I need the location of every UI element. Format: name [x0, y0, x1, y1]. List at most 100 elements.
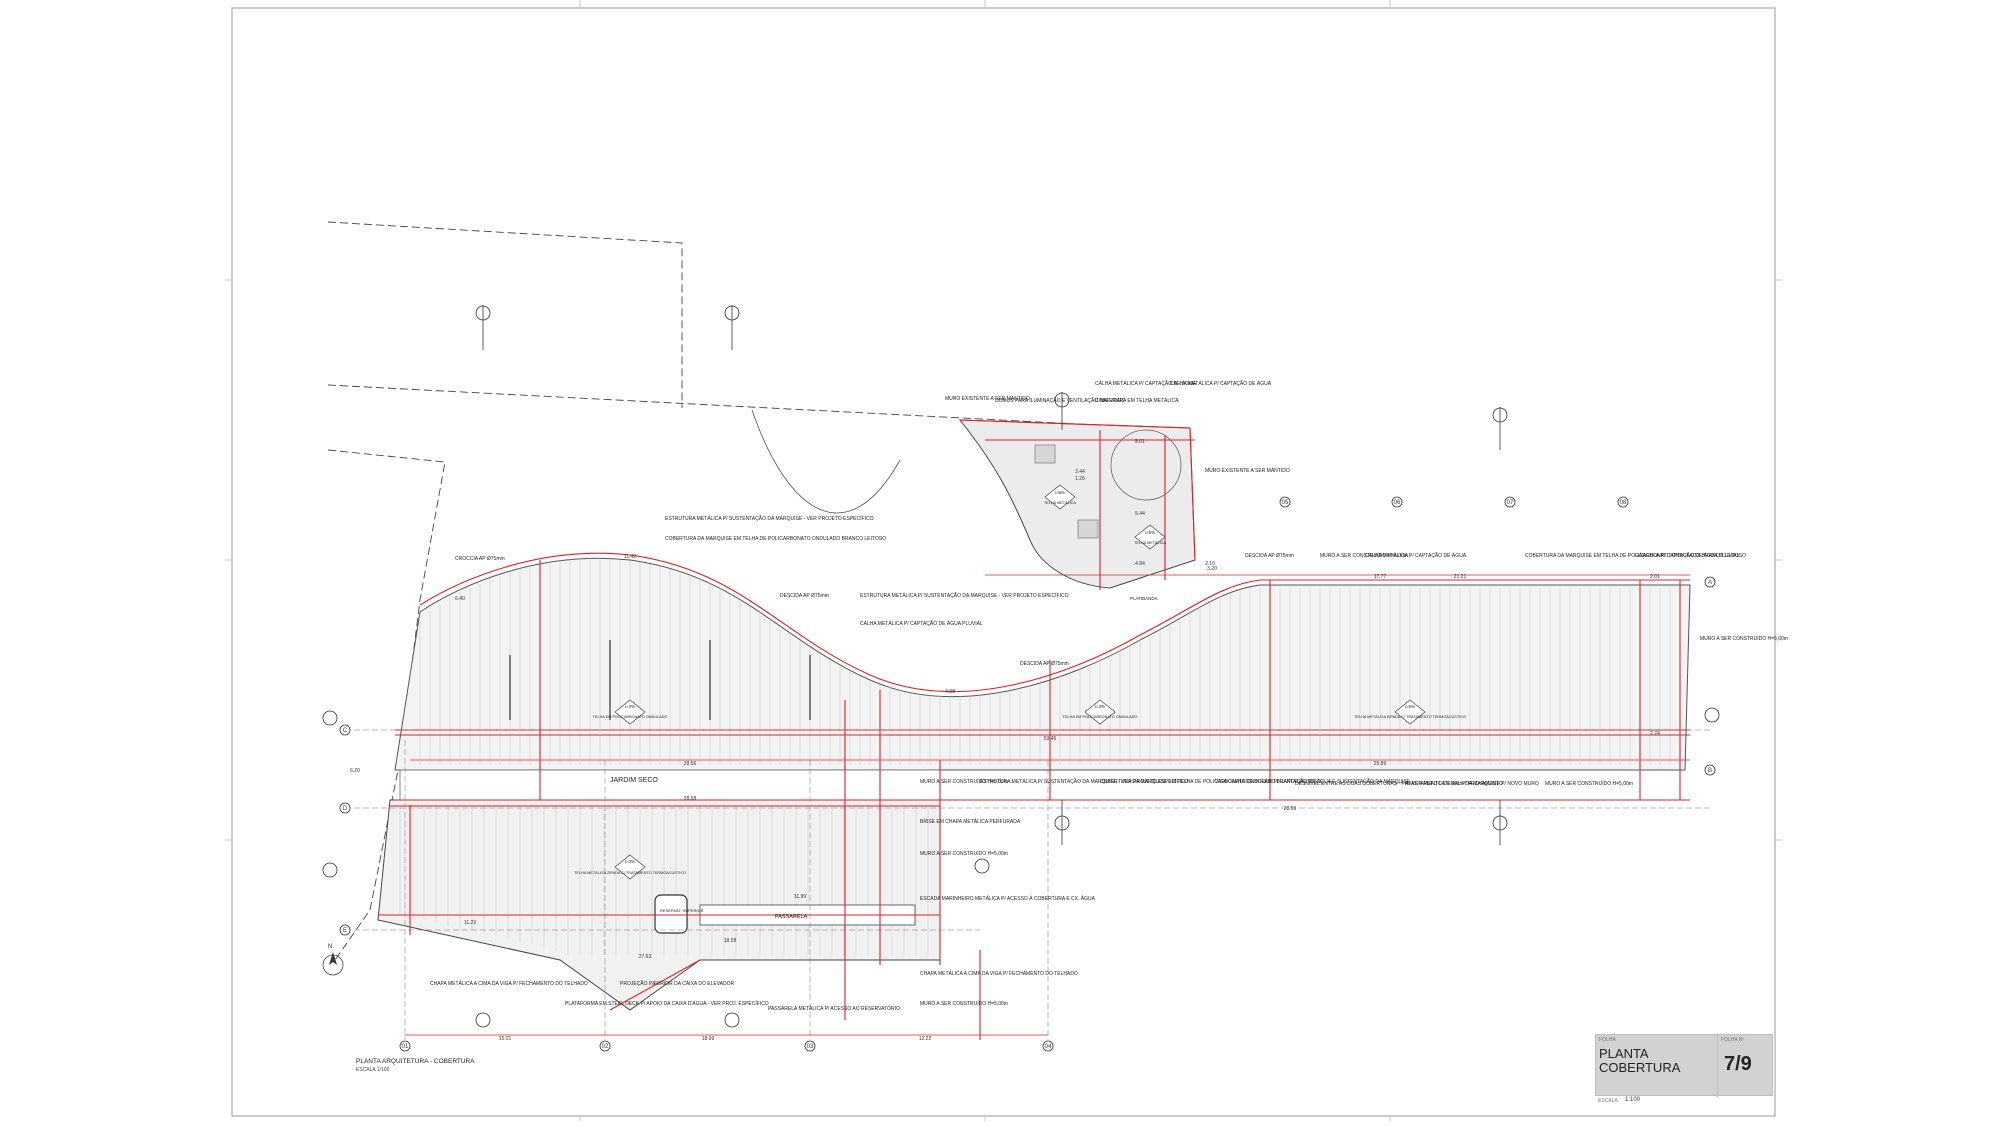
svg-text:02: 02 — [602, 1044, 609, 1050]
svg-text:04: 04 — [1045, 1044, 1052, 1050]
grid-bubble-e — [339, 924, 351, 936]
svg-text:CALHA METÁLICA P/ CAPTAÇÃO DE: CALHA METÁLICA P/ CAPTAÇÃO DE ÁGUA — [1170, 380, 1272, 387]
grid-row-bubbles: C D E A B — [339, 576, 1716, 936]
drawing-title-line1: PLANTA — [1599, 1046, 1649, 1061]
svg-text:MURO A SER CONSTRUÍDO H=5,00m: MURO A SER CONSTRUÍDO H=5,00m — [920, 778, 1008, 785]
svg-text:18.28: 18.28 — [724, 938, 737, 944]
svg-text:21.21: 21.21 — [1454, 574, 1467, 580]
svg-text:2.10: 2.10 — [1205, 561, 1215, 567]
frame-ticks — [225, 0, 1782, 1121]
svg-text:CROCCIA AP Ø75mm: CROCCIA AP Ø75mm — [455, 556, 505, 562]
north-label: N — [328, 944, 332, 950]
jardim-seco-area — [399, 769, 941, 801]
svg-text:5.44: 5.44 — [1135, 511, 1145, 517]
annotation-notes: CROCCIA AP Ø75mm ESTRUTURA METÁLICA P/ S… — [430, 380, 1788, 1012]
svg-text:11.23: 11.23 — [464, 920, 476, 926]
jardim-label: JARDIM SECO — [610, 777, 658, 784]
svg-text:MURO A SER CONSTRUÍDO H=5,00m: MURO A SER CONSTRUÍDO H=5,00m — [1700, 635, 1788, 642]
sheet-border — [231, 7, 1776, 1117]
svg-text:06: 06 — [1394, 500, 1401, 506]
svg-text:DESCIDA AP Ø75mm: DESCIDA AP Ø75mm — [780, 593, 829, 599]
svg-text:ESCADA MARINHEIRO METÁLICA P/: ESCADA MARINHEIRO METÁLICA P/ ACESSO À C… — [920, 895, 1096, 902]
north-arrow-icon — [322, 952, 344, 976]
grid-bubble-a — [1704, 576, 1716, 588]
svg-text:3.44: 3.44 — [1075, 469, 1085, 475]
passarela-label: PASSARELA — [775, 914, 808, 920]
svg-text:MURO EXISTENTE A SER MANTIDO: MURO EXISTENTE A SER MANTIDO — [945, 396, 1030, 402]
svg-text:ESTRUTURA METÁLICA P/ SUSTENTA: ESTRUTURA METÁLICA P/ SUSTENTAÇÃO DA MAR… — [860, 592, 1069, 599]
svg-text:4.89: 4.89 — [945, 689, 955, 695]
svg-text:VIGA CALHA DE BORDO P/ CAPTAÇÃ: VIGA CALHA DE BORDO P/ CAPTAÇÃO DE ÁGUA … — [1215, 778, 1411, 785]
svg-text:2.01: 2.01 — [1650, 574, 1660, 580]
svg-text:53.46: 53.46 — [1044, 736, 1057, 742]
svg-text:28.58: 28.58 — [684, 796, 697, 802]
svg-text:MURO A SER CONSTRUÍDO H=5,00m: MURO A SER CONSTRUÍDO H=5,00m — [1545, 780, 1633, 787]
domus-skylight-1 — [1034, 444, 1056, 464]
title-block: FOLHA PLANTA COBERTURA FOLHA Nº 7/9 — [1595, 1034, 1773, 1097]
sheet-number: 7/9 — [1724, 1053, 1752, 1075]
svg-text:COBERTURA DA MARQUISE EM TELHA: COBERTURA DA MARQUISE EM TELHA DE POLICA… — [665, 536, 886, 542]
platibanda-label: PLATIBANDA — [1130, 596, 1158, 601]
circular-element — [1110, 429, 1182, 501]
svg-text:COBERTURA DA MARQUISE EM TELHA: COBERTURA DA MARQUISE EM TELHA DE POLICA… — [1100, 779, 1321, 785]
svg-text:PASSARELA METÁLICA P/ ACESSO A: PASSARELA METÁLICA P/ ACESSO AO RESERVAT… — [768, 1005, 900, 1012]
svg-text:DESCIDA AP Ø75mm: DESCIDA AP Ø75mm — [1020, 661, 1069, 667]
svg-text:CALHA METÁLICA P/ CAPTAÇÃO DE: CALHA METÁLICA P/ CAPTAÇÃO DE ÁGUA — [1095, 380, 1197, 387]
roof-tag-text: TELHA METÁLICA — [1044, 501, 1077, 505]
upper-building-outline — [958, 419, 1196, 589]
svg-text:28.59: 28.59 — [1284, 806, 1297, 812]
svg-text:COBERTURA DA MARQUISE EM TELHA: COBERTURA DA MARQUISE EM TELHA DE POLICA… — [1525, 553, 1746, 559]
arc-outline — [751, 409, 901, 514]
svg-text:6.40: 6.40 — [455, 596, 465, 602]
roof-tag-slope: i=5% — [1055, 490, 1065, 495]
svg-text:COBERTURA EM TELHA METÁLICA: COBERTURA EM TELHA METÁLICA — [1095, 397, 1179, 404]
svg-text:11.42: 11.42 — [624, 554, 636, 560]
svg-text:DESNÍVEL ENTRE AS DUAS COBERTU: DESNÍVEL ENTRE AS DUAS COBERTURAS - PREV… — [1295, 780, 1503, 787]
svg-text:25.89: 25.89 — [1374, 761, 1387, 767]
svg-text:GÁRGULA P/ CAPTAÇÃO DE ÁGUA PL: GÁRGULA P/ CAPTAÇÃO DE ÁGUA PLUVIAL — [1635, 552, 1740, 559]
roof-tag-text: TELHA EM POLICARBONATO ONDULADO — [593, 715, 668, 719]
grid-axes — [345, 729, 1710, 1040]
svg-text:CHAPA METÁLICA A CIMA DA VIGA: CHAPA METÁLICA A CIMA DA VIGA P/ FECHAME… — [920, 970, 1078, 977]
svg-text:MURO A SER CONSTRUÍDO H=5,00m: MURO A SER CONSTRUÍDO H=5,00m — [1320, 552, 1408, 559]
svg-text:17.77: 17.77 — [1374, 574, 1387, 580]
svg-text:DOMUS PARA ILUMINAÇÃO E VENTIL: DOMUS PARA ILUMINAÇÃO E VENTILAÇÃO NATUR… — [995, 397, 1125, 404]
scale-label: ESCALA — [1598, 1098, 1618, 1104]
roof-tag-slope: i=5% — [1145, 530, 1155, 535]
roof-tag-text: TELHA EM POLICARBONATO ONDULADO — [1063, 715, 1138, 719]
reservatorio-outline — [654, 894, 688, 934]
svg-text:11.99: 11.99 — [794, 894, 806, 900]
svg-text:BRISE EM CHAPA METÁLICA PERFUR: BRISE EM CHAPA METÁLICA PERFURADA — [920, 818, 1021, 825]
roof-tag-slope: i=3% — [625, 704, 635, 709]
column-markers — [509, 640, 811, 720]
svg-text:1.26: 1.26 — [1075, 476, 1085, 482]
roof-tag-slope: i=5% — [1405, 704, 1415, 709]
drawing-title-line2: COBERTURA — [1599, 1060, 1681, 1075]
slope-diamonds — [614, 484, 1426, 880]
svg-text:E: E — [343, 928, 347, 934]
svg-text:MURO A SER CONSTRUÍDO H=5,00m: MURO A SER CONSTRUÍDO H=5,00m — [920, 1000, 1008, 1007]
svg-text:2.74: 2.74 — [1650, 731, 1660, 737]
svg-text:07: 07 — [1507, 500, 1514, 506]
svg-text:08: 08 — [1620, 500, 1627, 506]
svg-text:B: B — [1708, 768, 1712, 774]
grid-col-bubbles: 01 02 03 04 05 06 07 08 — [399, 496, 1629, 1052]
title-block-scale-row: ESCALA 1:100 — [1595, 1096, 1773, 1106]
roof-tag-text: TELHA METÁLICA — [1134, 541, 1167, 545]
svg-text:D: D — [343, 806, 348, 812]
svg-text:ESTRUTURA METÁLICA P/ SUSTENTA: ESTRUTURA METÁLICA P/ SUSTENTAÇÃO DA MAR… — [665, 515, 874, 522]
svg-text:PLATAFORMA EM STEEL DECK P/ AP: PLATAFORMA EM STEEL DECK P/ APOIO DA CAI… — [565, 1000, 769, 1007]
reservatorio-label: RESERVAT. SUPERIOR — [660, 908, 704, 913]
grid-bubble-c — [339, 724, 351, 736]
title-block-label: FOLHA — [1599, 1037, 1616, 1043]
svg-text:6.20: 6.20 — [350, 768, 360, 774]
svg-text:03: 03 — [807, 1044, 814, 1050]
svg-text:MURO A SER CONSTRUÍDO H=5,00m: MURO A SER CONSTRUÍDO H=5,00m — [920, 850, 1008, 857]
grid-bubble-d — [339, 802, 351, 814]
sheet-number-label: FOLHA Nº — [1721, 1037, 1745, 1043]
svg-text:DESCIDA AP Ø75mm: DESCIDA AP Ø75mm — [1245, 553, 1294, 559]
svg-text:C: C — [343, 728, 348, 734]
roof-tag-text: TELHA METÁLICA ZIPADA C/ TRATAMENTO TERM… — [1354, 714, 1466, 719]
roof-tag-slope: i=3% — [1095, 704, 1105, 709]
